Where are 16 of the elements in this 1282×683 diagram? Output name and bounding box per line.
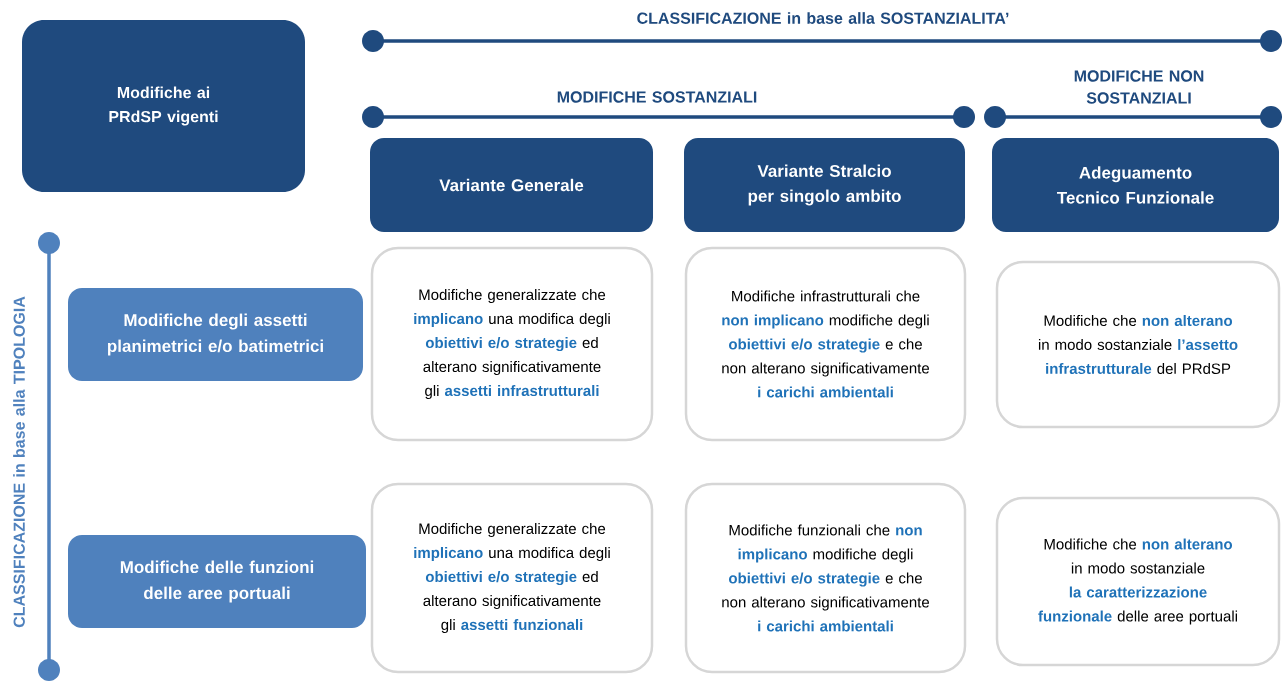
column-header-box: Adeguamento Tecnico Funzionale — [992, 138, 1279, 232]
description-box: Modifiche infrastrutturali che non implicano modifiche degli obiettivi e/o strategie e che non alterano significativamente i carichi ambientali — [684, 246, 967, 442]
column-header-box: Variante Generale — [370, 138, 653, 232]
heading-label: MODIFICHE NON SOSTANZIALI — [1074, 70, 1204, 104]
description-box: Modifiche che non alterano in modo sostanziale la caratterizzazione funzionale delle aree portuali — [995, 496, 1281, 667]
heading-label: CLASSIFICAZIONE in base alla SOSTANZIALITA’ — [637, 12, 1009, 24]
description-box: Modifiche generalizzate che implicano una modifica degli obiettivi e/o strategie ed alterano significativamente gli assetti infrastrutturali — [370, 246, 654, 442]
column-header-box: Variante Stralcio per singolo ambito — [684, 138, 965, 232]
header-box: Modifiche ai PRdSP vigenti — [22, 20, 305, 192]
heading-label: MODIFICHE SOSTANZIALI — [557, 91, 757, 103]
description-box: Modifiche che non alterano in modo sostanziale l’assetto infrastrutturale del PRdSP — [995, 260, 1281, 429]
row-header-box: Modifiche degli assetti planimetrici e/o batimetrici — [68, 288, 363, 381]
description-box: Modifiche funzionali che non implicano modifiche degli obiettivi e/o strategie e che non alterano significativamente i carichi ambientali — [684, 482, 967, 674]
description-box: Modifiche generalizzate che implicano una modifica degli obiettivi e/o strategie ed alterano significativamente gli assetti funzionali — [370, 482, 654, 674]
row-header-box: Modifiche delle funzioni delle aree portuali — [68, 535, 366, 628]
heading-label: CLASSIFICAZIONE in base alla TIPOLOGIA — [13, 296, 25, 628]
